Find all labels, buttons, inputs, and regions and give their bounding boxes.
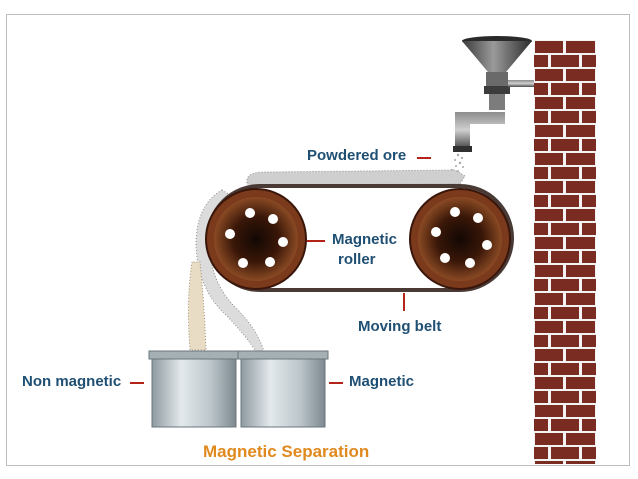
leader-moving-belt (403, 293, 405, 311)
label-non-magnetic: Non magnetic (22, 373, 122, 390)
hopper (453, 36, 534, 152)
diagram-title: Magnetic Separation (203, 442, 370, 461)
magnetic-roller (205, 188, 307, 290)
leader-non-magnetic (130, 382, 144, 384)
label-moving-belt: Moving belt (358, 318, 442, 335)
drive-roller (409, 188, 511, 290)
leader-powdered-ore (417, 157, 431, 159)
non-magnetic-container (148, 350, 240, 428)
magnetic-container (237, 350, 329, 428)
ore-on-belt (246, 169, 466, 186)
label-magnetic: Magnetic (349, 373, 415, 390)
ore-curtain-left (195, 189, 265, 353)
label-magnetic-roller-1: Magnetic (332, 231, 398, 248)
label-powdered-ore: Powdered ore (307, 147, 407, 164)
leader-magnetic (329, 382, 343, 384)
brick-wall (534, 40, 596, 464)
leader-magnetic-roller (307, 240, 325, 242)
label-magnetic-roller-2: roller (338, 251, 376, 268)
non-magnetic-stream (187, 261, 207, 351)
